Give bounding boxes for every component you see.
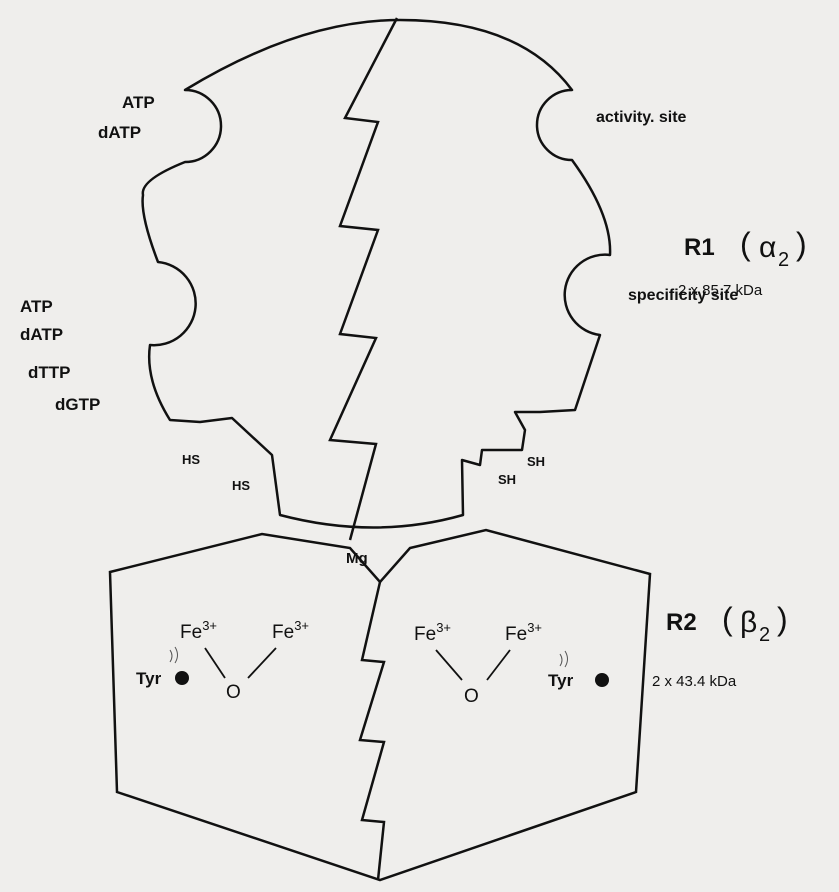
r1-mass-label: 2 x 85.7 kDa bbox=[678, 282, 763, 299]
thiol-right-outer-label: SH bbox=[527, 454, 545, 469]
allosteric-atp-label: ATP bbox=[122, 93, 155, 112]
specificity-site-label: specificity site bbox=[628, 287, 738, 304]
specificity-datp-label: dATP bbox=[20, 325, 63, 344]
right-tyr-radical-dot bbox=[595, 673, 609, 687]
r1-subunit-subscript: 2 bbox=[778, 249, 789, 271]
r1-outline bbox=[141, 18, 612, 529]
r2-open-paren: ( bbox=[722, 601, 733, 637]
left-tyr-label: Tyr bbox=[136, 669, 162, 688]
iron-center-left: Fe3+ Fe3+ O Tyr bbox=[136, 618, 309, 703]
right-fe2-label: Fe3+ bbox=[505, 620, 542, 645]
thiol-right-inner-label: SH bbox=[498, 472, 516, 487]
left-fe1-label: Fe3+ bbox=[180, 618, 217, 643]
allosteric-datp-label: dATP bbox=[98, 123, 141, 142]
iron-center-right: Fe3+ Fe3+ O Tyr bbox=[414, 620, 609, 707]
r2-zigzag-divider bbox=[358, 581, 386, 881]
r2-subunit-subscript: 2 bbox=[759, 624, 770, 646]
r1-close-paren: ) bbox=[796, 226, 807, 262]
right-tyr-label: Tyr bbox=[548, 671, 574, 690]
left-oxygen-label: O bbox=[226, 682, 241, 703]
left-fe2-label: Fe3+ bbox=[272, 618, 309, 643]
left-fe1-o-bond bbox=[204, 647, 226, 679]
r2-close-paren: ) bbox=[777, 601, 788, 637]
r2-outline bbox=[108, 528, 652, 882]
r1-name-label: R1 bbox=[684, 234, 715, 261]
specificity-dgtp-label: dGTP bbox=[55, 395, 100, 414]
r1-open-paren: ( bbox=[740, 226, 751, 262]
r2-name-label: R2 bbox=[666, 609, 697, 636]
left-fe2-o-bond bbox=[247, 647, 277, 679]
specificity-dttp-label: dTTP bbox=[28, 363, 71, 382]
left-tyr-radical-dot bbox=[175, 671, 189, 685]
right-fe2-o-bond bbox=[486, 649, 511, 681]
right-oxygen-label: O bbox=[464, 686, 479, 707]
thiol-left-inner-label: HS bbox=[232, 478, 250, 493]
thiol-left-outer-label: HS bbox=[182, 452, 200, 467]
specificity-atp-label: ATP bbox=[20, 297, 53, 316]
r1-zigzag-divider bbox=[328, 17, 399, 541]
right-radical-squiggle bbox=[559, 650, 568, 668]
left-radical-squiggle bbox=[169, 646, 178, 664]
magnesium-label: Mg bbox=[346, 550, 368, 567]
r2-subunit-symbol: β bbox=[740, 606, 757, 639]
right-fe1-label: Fe3+ bbox=[414, 620, 451, 645]
r2-mass-label: 2 x 43.4 kDa bbox=[652, 673, 737, 690]
r1-subunit-symbol: α bbox=[759, 231, 776, 264]
right-fe1-o-bond bbox=[435, 649, 463, 681]
activity-site-label: activity. site bbox=[596, 109, 687, 126]
